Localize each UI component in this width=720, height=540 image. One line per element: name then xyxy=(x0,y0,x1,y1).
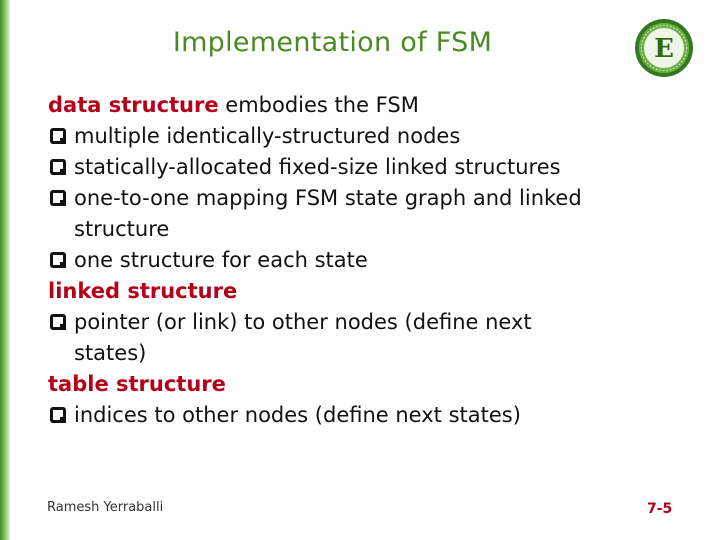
bullet-continuation: structure xyxy=(74,217,170,241)
slide-body: data structure embodies the FSM multiple… xyxy=(48,90,688,431)
page-number: 7-5 xyxy=(647,501,673,517)
checkbox-bullet-icon xyxy=(50,159,66,175)
checkbox-bullet-icon xyxy=(50,128,66,144)
bullet-text: one structure for each state xyxy=(74,248,368,272)
slide-title: Implementation of FSM xyxy=(172,27,493,58)
heading-linked-structure: linked structure xyxy=(48,279,238,303)
paragraph-text: embodies the FSM xyxy=(218,93,419,117)
checkbox-bullet-icon xyxy=(50,407,66,423)
heading-table-structure: table structure xyxy=(48,372,226,396)
paragraph-data-structure: data structure embodies the FSM xyxy=(48,90,688,121)
left-accent-bar xyxy=(0,0,10,540)
e-seal-logo-icon: E xyxy=(635,19,693,77)
bullet-item: indices to other nodes (define next stat… xyxy=(48,400,688,431)
checkbox-bullet-icon xyxy=(50,252,66,268)
svg-text:E: E xyxy=(654,34,674,64)
bullet-item: statically-allocated fixed-size linked s… xyxy=(48,152,688,183)
bullet-text: statically-allocated fixed-size linked s… xyxy=(74,155,561,179)
bullet-text: one-to-one mapping FSM state graph and l… xyxy=(74,186,582,210)
bullet-item: pointer (or link) to other nodes (define… xyxy=(48,307,688,338)
checkbox-bullet-icon xyxy=(50,190,66,206)
bullet-text: indices to other nodes (define next stat… xyxy=(74,403,521,427)
bullet-item: one-to-one mapping FSM state graph and l… xyxy=(48,183,688,214)
bullet-item: multiple identically-structured nodes xyxy=(48,121,688,152)
bullet-continuation: states) xyxy=(74,341,147,365)
footer-author: Ramesh Yerraballi xyxy=(47,500,164,515)
bullet-text: pointer (or link) to other nodes (define… xyxy=(74,310,532,334)
bullet-item: one structure for each state xyxy=(48,245,688,276)
bullet-text: multiple identically-structured nodes xyxy=(74,124,461,148)
checkbox-bullet-icon xyxy=(50,314,66,330)
heading-data-structure: data structure xyxy=(48,93,219,117)
